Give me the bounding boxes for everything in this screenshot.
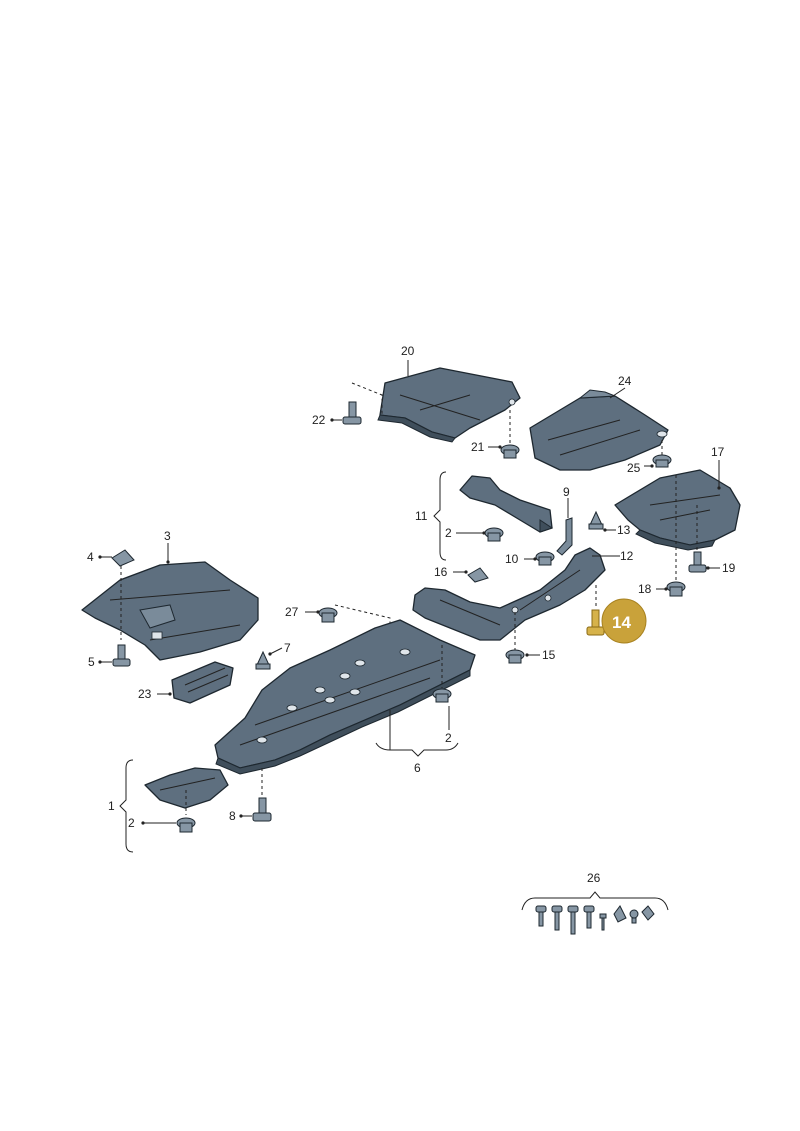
part-16-clip[interactable] (467, 567, 489, 583)
callout-25: 25 (627, 461, 641, 475)
part-14-bolt[interactable] (586, 609, 605, 636)
callout-20: 20 (401, 344, 415, 358)
part-17-shield[interactable] (614, 469, 741, 551)
part-27-nut[interactable] (318, 607, 338, 623)
part-13-clip[interactable] (588, 510, 604, 530)
callout-8: 8 (229, 809, 236, 823)
callout-18: 18 (638, 582, 652, 596)
part-25-nut[interactable] (652, 454, 672, 468)
callout-15: 15 (542, 648, 556, 662)
part-5-bolt[interactable] (112, 644, 131, 667)
callout-10: 10 (505, 552, 519, 566)
callout-7: 7 (284, 641, 291, 655)
part-7-clip[interactable] (255, 650, 271, 670)
part-3-shield[interactable] (81, 561, 259, 661)
part-11-rail[interactable] (459, 475, 554, 533)
callout-16: 16 (434, 565, 448, 579)
part-2-nut-c[interactable] (432, 688, 452, 703)
callout-22: 22 (312, 413, 326, 427)
callout-21: 21 (471, 440, 485, 454)
part-10-nut[interactable] (535, 551, 555, 566)
part-19-bolt[interactable] (688, 551, 707, 573)
callout-9: 9 (563, 485, 570, 499)
callout-2b: 2 (445, 526, 452, 540)
part-12-rail[interactable] (412, 547, 606, 641)
part-21-nut[interactable] (500, 444, 520, 459)
callout-4: 4 (87, 550, 94, 564)
callout-3: 3 (164, 529, 171, 543)
callout-27: 27 (285, 605, 299, 619)
part-1-bracket[interactable] (144, 767, 229, 809)
callout-24: 24 (618, 374, 632, 388)
part-6-floor-panel[interactable] (214, 619, 476, 775)
callout-26: 26 (587, 871, 601, 885)
part-15-nut[interactable] (505, 649, 525, 664)
part-24-shield[interactable] (529, 389, 669, 471)
callout-14: 14 (612, 613, 631, 632)
part-22-screw[interactable] (342, 401, 362, 425)
callout-13: 13 (617, 523, 631, 537)
part-4-clip[interactable] (111, 549, 135, 567)
callout-11: 11 (415, 509, 428, 523)
callout-12: 12 (620, 549, 634, 563)
callout-23: 23 (138, 687, 152, 701)
part-26-fastener-set[interactable] (535, 905, 655, 935)
part-8-bolt[interactable] (252, 797, 272, 822)
part-2-nut-d[interactable] (176, 817, 196, 833)
callout-1: 1 (108, 799, 115, 813)
part-20-shield[interactable] (377, 367, 521, 443)
part-9-clip[interactable] (556, 517, 573, 556)
callout-17: 17 (711, 445, 725, 459)
part-23-grille[interactable] (171, 661, 234, 704)
callout-2d: 2 (128, 816, 135, 830)
callout-5: 5 (88, 655, 95, 669)
part-18-nut[interactable] (666, 581, 686, 597)
part-2-nut-b[interactable] (484, 527, 504, 542)
highlight-badge-14[interactable]: 14 (601, 598, 647, 644)
callout-19: 19 (722, 561, 736, 575)
callout-2c: 2 (445, 731, 452, 745)
callout-6: 6 (414, 761, 421, 775)
